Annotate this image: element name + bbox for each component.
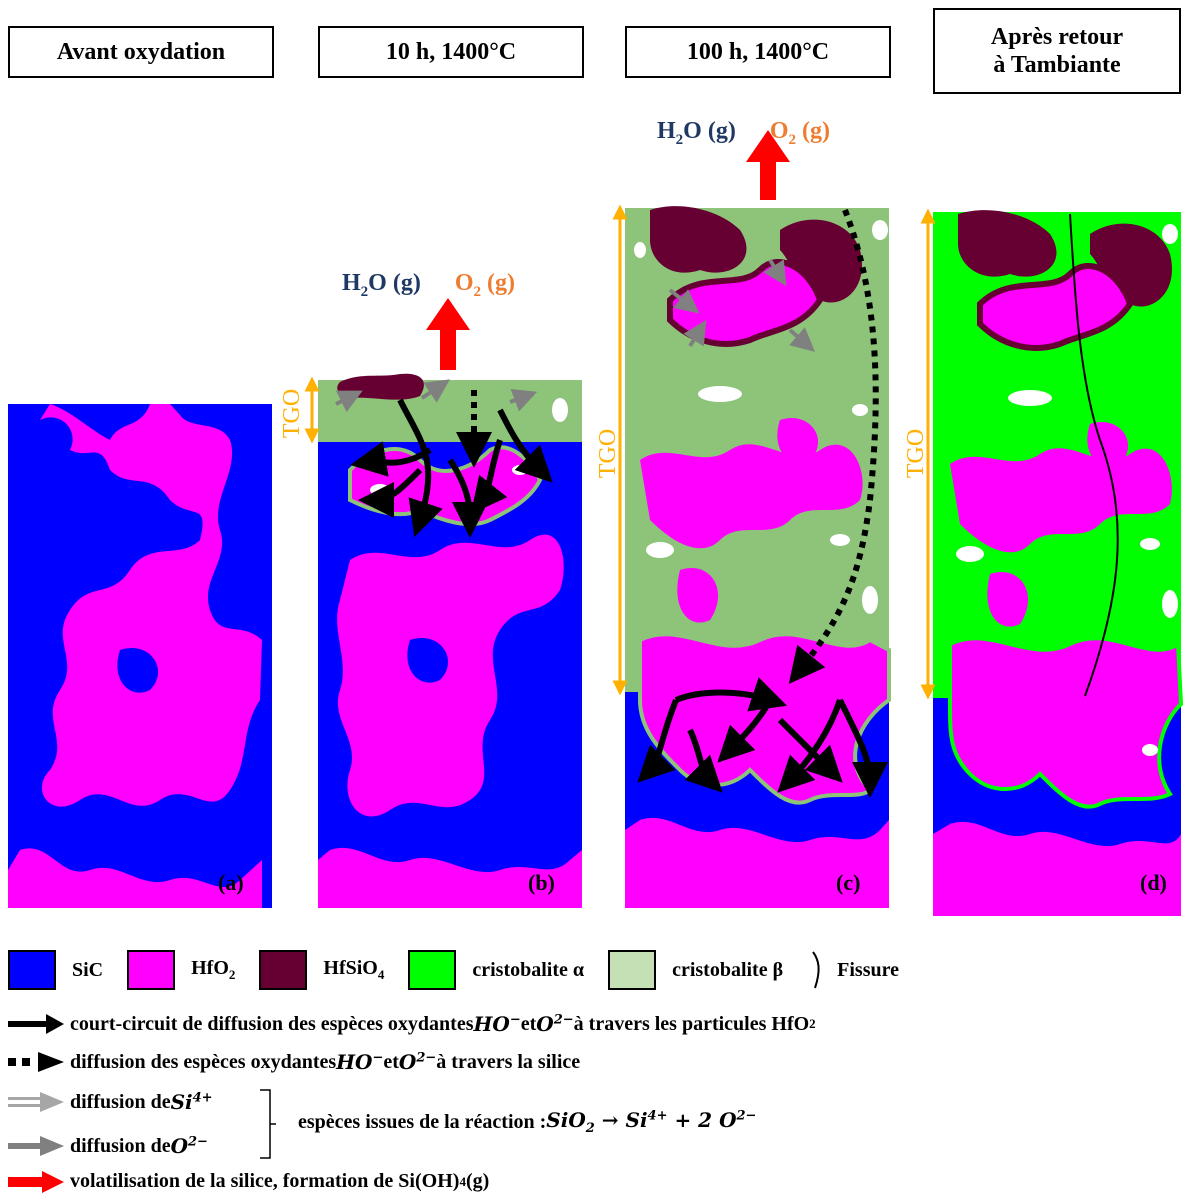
- bracket-icon: [260, 1089, 276, 1159]
- legend-fissure-label: Fissure: [837, 958, 899, 981]
- legend-cristo-b-label: cristobalite β: [672, 958, 784, 981]
- legend-si-diffusion: diffusion de Si4+: [8, 1090, 213, 1114]
- legend-item-hfsio4: HfSiO4: [259, 950, 384, 990]
- legend-hfo2-label: HfO2: [191, 957, 236, 982]
- panel-label-a: (a): [218, 870, 244, 895]
- legend-item-cristo-a: cristobalite α: [408, 950, 584, 990]
- panel-b: [304, 298, 582, 908]
- legend-item-hfo2: HfO2: [127, 950, 235, 990]
- tgo-label-c: TGO: [595, 428, 622, 479]
- hfo2-swatch: [127, 950, 176, 990]
- black-arrow-icon: [8, 1014, 64, 1034]
- oxidation-diagram: [8, 130, 1184, 916]
- legend-item-cristo-b: cristobalite β: [608, 950, 783, 990]
- legend-silica-diffusion: diffusion des espèces oxydantes HO− et O…: [8, 1050, 580, 1074]
- dotted-arrow-icon: [8, 1052, 64, 1072]
- gray-arrow-icon: [8, 1136, 64, 1156]
- header-apres-retour: Après retour à Tambiante: [933, 8, 1181, 94]
- tgo-label-b: TGO: [279, 388, 306, 439]
- legend-reaction: espèces issues de la réaction : SiO2 → S…: [298, 1108, 757, 1136]
- tgo-label-d: TGO: [903, 428, 930, 479]
- panel-a: [8, 404, 272, 908]
- hfsio4-swatch: [259, 950, 308, 990]
- legend-o-diffusion: diffusion de O2−: [8, 1134, 208, 1158]
- panel-c: [612, 130, 891, 908]
- panel-label-d: (d): [1140, 870, 1167, 895]
- cristobalite-beta-swatch: [608, 950, 657, 990]
- panel-label-c: (c): [836, 870, 861, 895]
- gray-double-arrow-icon: [8, 1092, 64, 1112]
- legend-sic-label: SiC: [72, 958, 104, 981]
- sic-swatch: [8, 950, 56, 990]
- red-arrow-icon: [8, 1170, 64, 1193]
- panel-d: [920, 208, 1184, 916]
- legend-swatches: SiC HfO2 HfSiO4 cristobalite α cristobal…: [8, 950, 923, 990]
- header-100h: 100 h, 1400°C: [625, 26, 891, 78]
- legend-item-sic: SiC: [8, 950, 103, 990]
- gas-labels-b: H2O (g) O2 (g): [342, 270, 515, 300]
- legend-item-fissure: Fissure: [807, 950, 899, 990]
- panel-label-b: (b): [528, 870, 555, 895]
- legend-hfsio4-label: HfSiO4: [323, 957, 385, 982]
- cristobalite-alpha-swatch: [408, 950, 457, 990]
- legend-cristo-a-label: cristobalite α: [472, 958, 585, 981]
- gas-labels-c: H2O (g) O2 (g): [657, 118, 830, 148]
- legend-volatilisation: volatilisation de la silice, formation d…: [8, 1170, 489, 1193]
- header-10h: 10 h, 1400°C: [318, 26, 584, 78]
- legend-short-circuit: court-circuit de diffusion des espèces o…: [8, 1012, 816, 1036]
- header-avant-oxydation: Avant oxydation: [8, 26, 274, 78]
- fissure-icon: [812, 951, 820, 989]
